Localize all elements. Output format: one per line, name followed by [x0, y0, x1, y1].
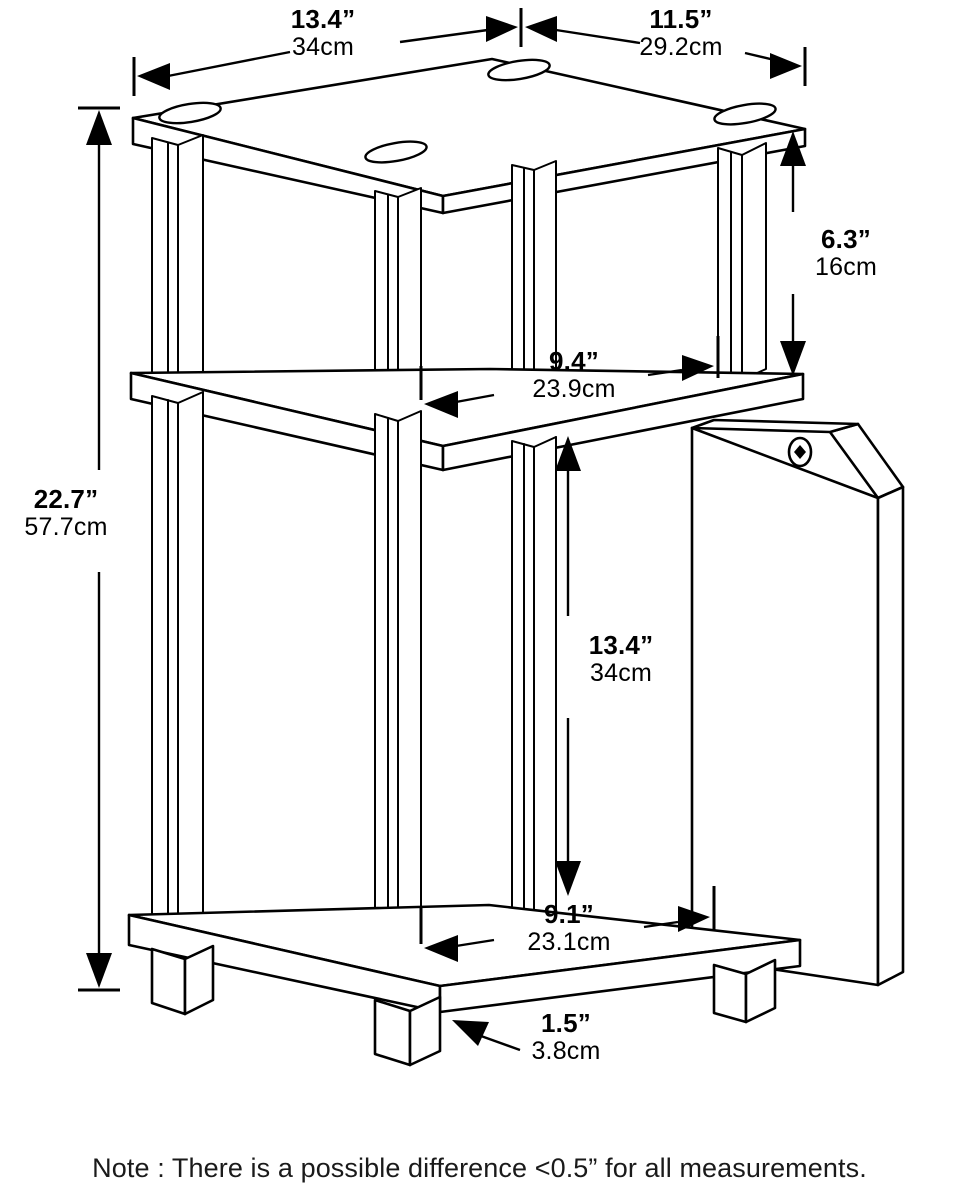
- dim-value-inch: 22.7”: [33, 484, 99, 514]
- dim-value-cm: 3.8cm: [531, 1037, 601, 1066]
- dim-label-cabinet-height: 13.4” 34cm: [556, 630, 686, 688]
- dim-bottom-shelf-width: [419, 886, 716, 962]
- dim-value-cm: 34cm: [292, 33, 354, 62]
- dim-label-mid-shelf-width: 9.4” 23.9cm: [494, 346, 654, 404]
- top-shelf: [131, 57, 807, 215]
- dim-mid-shelf-width: [419, 336, 720, 418]
- dim-value-cm: 34cm: [590, 659, 652, 688]
- dim-value-inch: 11.5”: [649, 4, 713, 34]
- dim-value-cm: 23.9cm: [532, 375, 616, 404]
- dim-label-upper-gap: 6.3” 16cm: [786, 224, 906, 282]
- dim-label-total-height: 22.7” 57.7cm: [2, 484, 130, 542]
- dim-top-depth: [525, 16, 807, 86]
- peg-hole: [158, 101, 222, 125]
- dim-label-foot-height: 1.5” 3.8cm: [506, 1008, 626, 1066]
- dim-upper-gap: [780, 131, 806, 376]
- dim-value-inch: 13.4”: [290, 4, 356, 34]
- dim-top-width: [132, 8, 523, 96]
- peg-hole: [487, 58, 551, 82]
- feet: [150, 944, 777, 1067]
- cabinet-interior: [202, 391, 557, 928]
- dim-cabinet-height: [555, 436, 581, 896]
- dim-foot-height: [452, 1020, 521, 1052]
- dim-value-inch: 1.5”: [541, 1008, 591, 1038]
- dim-value-cm: 16cm: [815, 253, 877, 282]
- dim-value-cm: 57.7cm: [24, 513, 108, 542]
- dim-label-bottom-shelf-width: 9.1” 23.1cm: [494, 899, 644, 957]
- measurement-note: Note : There is a possible difference <0…: [92, 1153, 867, 1183]
- dim-value-cm: 23.1cm: [527, 928, 611, 957]
- dim-value-inch: 9.1”: [544, 899, 594, 929]
- dim-value-inch: 13.4”: [588, 630, 654, 660]
- dim-value-inch: 6.3”: [821, 224, 871, 254]
- lower-posts: [151, 391, 557, 956]
- dim-total-height: [78, 106, 120, 992]
- upper-posts: [151, 134, 767, 420]
- dim-value-inch: 9.4”: [549, 346, 599, 376]
- peg-hole: [364, 140, 428, 164]
- door-knob-icon: [787, 436, 813, 468]
- dim-label-top-depth: 11.5” 29.2cm: [596, 4, 766, 62]
- dim-value-cm: 29.2cm: [639, 33, 723, 62]
- peg-hole: [713, 102, 777, 126]
- cabinet-door: [690, 418, 905, 987]
- dim-label-top-width: 13.4” 34cm: [248, 4, 398, 62]
